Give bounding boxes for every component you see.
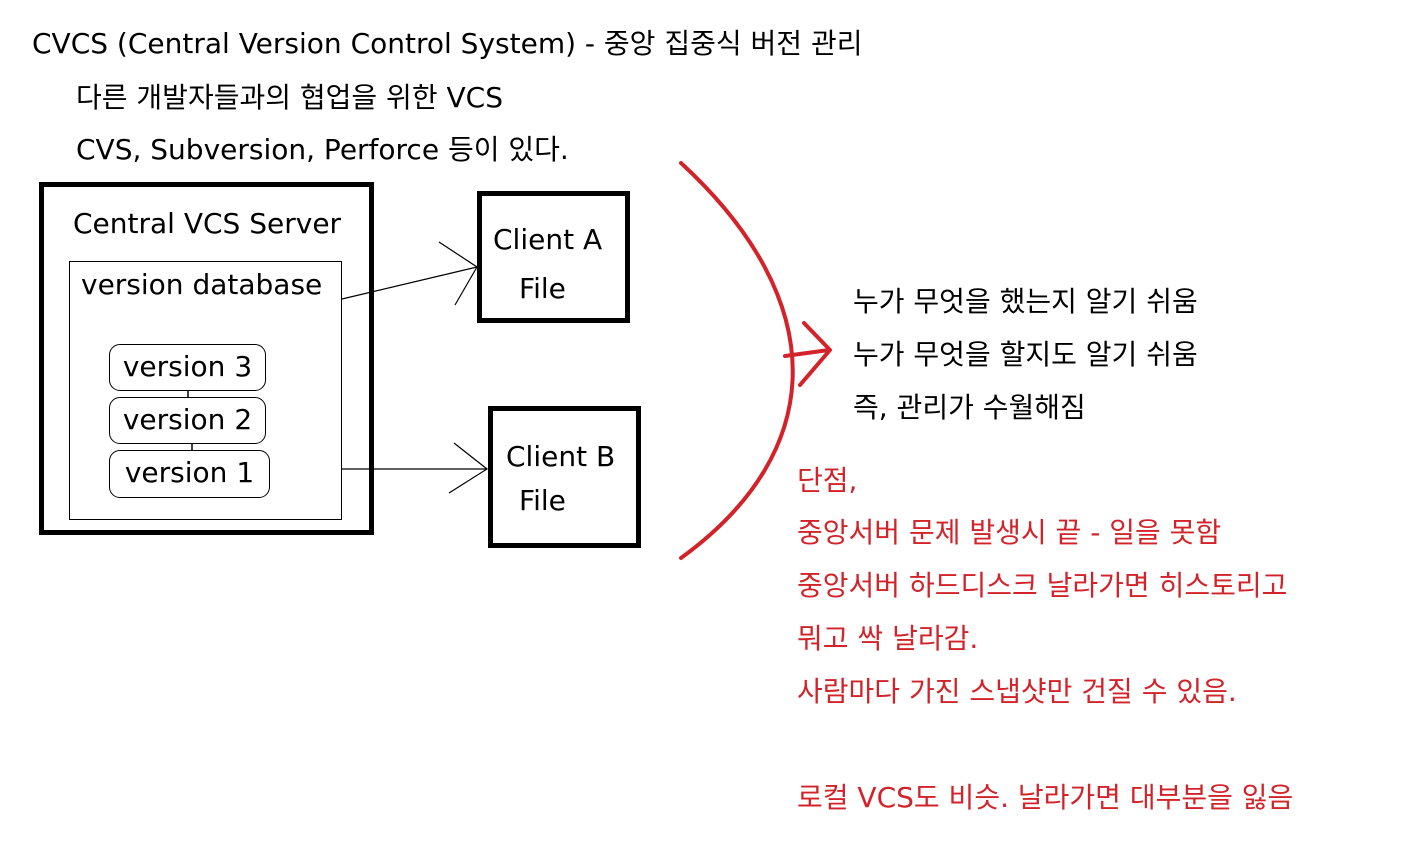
page-title: CVCS (Central Version Control System) - …	[32, 27, 863, 60]
description-line-2: CVS, Subversion, Perforce 등이 있다.	[76, 133, 569, 166]
disadvantage-item: 사람마다 가진 스냅샷만 건질 수 있음.	[797, 675, 1237, 708]
central-server-label: Central VCS Server	[73, 207, 342, 240]
client-a-label: Client A	[493, 223, 603, 256]
version-database-label: version database	[81, 268, 323, 301]
version-3-item: version 3	[109, 344, 266, 391]
disadvantage-item: 중앙서버 문제 발생시 끝 - 일을 못함	[797, 516, 1222, 549]
advantage-item: 누가 무엇을 했는지 알기 쉬움	[853, 285, 1198, 318]
arrow-to-client-b	[342, 442, 489, 494]
arrow-to-client-a	[341, 241, 478, 306]
client-b-box	[488, 406, 641, 548]
client-a-box	[477, 191, 630, 323]
client-a-file-label: File	[519, 272, 566, 305]
advantage-item: 누가 무엇을 할지도 알기 쉬움	[853, 338, 1198, 371]
red-bracket-arrow	[679, 161, 832, 560]
disadvantage-heading: 단점,	[797, 464, 858, 497]
central-server-box	[39, 182, 374, 535]
advantage-item: 즉, 관리가 수월해짐	[853, 391, 1086, 424]
version-database-box	[69, 261, 342, 520]
description-line-1: 다른 개발자들과의 협업을 위한 VCS	[76, 81, 503, 114]
disadvantage-item: 중앙서버 하드디스크 날라가면 히스토리고	[797, 569, 1288, 602]
version-2-item: version 2	[109, 397, 266, 444]
client-b-label: Client B	[506, 440, 616, 473]
disadvantage-item: 뭐고 싹 날라감.	[797, 622, 979, 655]
local-vcs-note: 로컬 VCS도 비슷. 날라가면 대부분을 잃음	[797, 781, 1294, 814]
version-1-item: version 1	[109, 450, 270, 498]
client-b-file-label: File	[519, 484, 566, 517]
